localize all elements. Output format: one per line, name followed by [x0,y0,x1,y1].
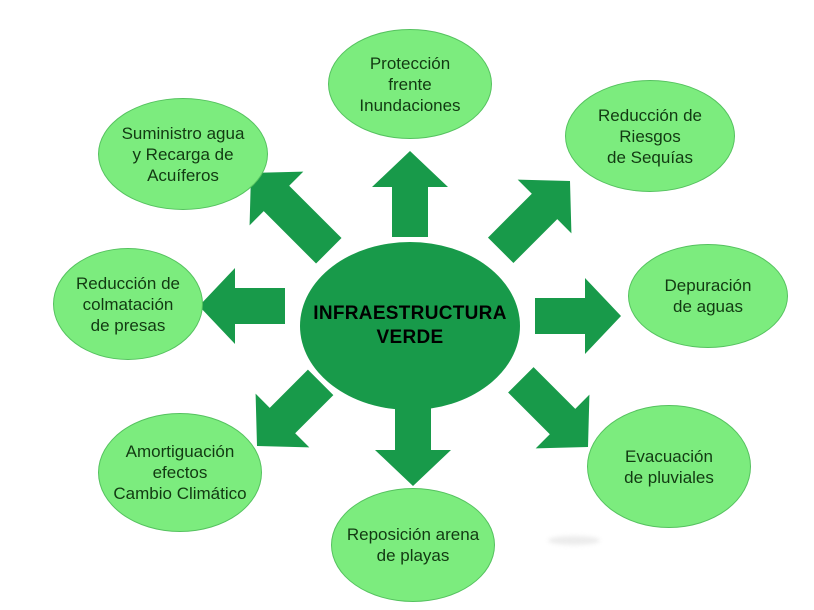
node-reposicion-arena: Reposición arena de playas [331,488,495,602]
node-reduccion-colmatacion: Reducción de colmatación de presas [53,248,203,360]
node-label: Reducción de Riesgos de Sequías [598,105,702,167]
node-reduccion-sequias: Reducción de Riesgos de Sequías [565,80,735,192]
node-label: Reducción de colmatación de presas [76,273,180,335]
arrow-up-icon [372,151,448,237]
node-suministro-acuiferos: Suministro agua y Recarga de Acuíferos [98,98,268,210]
center-node-infraestructura-verde: INFRAESTRUCTURA VERDE [300,242,520,410]
node-depuracion-aguas: Depuración de aguas [628,244,788,348]
node-evacuacion-pluviales: Evacuación de pluviales [587,405,751,528]
arrow-down-icon [375,408,451,486]
shadow-artifact [548,536,600,545]
node-proteccion-inundaciones: Protección frente Inundaciones [328,29,492,139]
node-label: Suministro agua y Recarga de Acuíferos [121,123,245,185]
node-label: Depuración de aguas [664,276,752,316]
node-label: Protección frente Inundaciones [359,53,461,115]
arrow-up-right-icon [487,179,572,264]
node-label: Evacuación de pluviales [624,446,714,487]
node-label: Amortiguación efectos Cambio Climático [113,442,247,503]
center-node-label: INFRAESTRUCTURA VERDE [313,303,507,348]
arrow-right-icon [535,278,621,354]
node-amortiguacion-climatico: Amortiguación efectos Cambio Climático [98,413,262,532]
node-label: Reposición arena de playas [346,525,480,565]
arrow-left-icon [199,268,285,344]
